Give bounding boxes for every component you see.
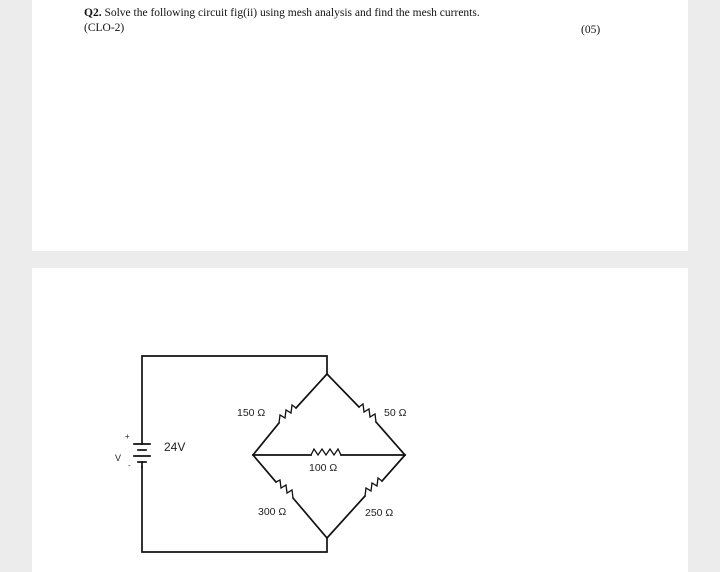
battery-symbol (133, 443, 151, 468)
resistor-150 (251, 372, 329, 457)
document-page-1 (32, 0, 688, 251)
source-voltage-label: 24V (164, 440, 185, 454)
resistor-50-label: 50 Ω (384, 407, 407, 419)
resistor-300-label: 300 Ω (258, 506, 286, 518)
question-text: Q2. Solve the following circuit fig(ii) … (84, 7, 480, 19)
question-number: Q2. (84, 7, 102, 19)
resistor-100-label: 100 Ω (309, 462, 337, 474)
resistor-100 (252, 447, 406, 457)
wire-top-left (141, 355, 328, 445)
battery-plus-label: + (125, 432, 130, 441)
battery-v-label: V (115, 453, 121, 463)
resistor-50 (325, 372, 407, 457)
resistor-250 (325, 453, 407, 540)
resistor-250-label: 250 Ω (365, 507, 393, 519)
clo-label: (CLO-2) (84, 22, 125, 34)
wire-bottom-left (141, 466, 328, 553)
battery-minus-label: - (128, 461, 131, 470)
question-body: Solve the following circuit fig(ii) usin… (101, 7, 480, 19)
marks-label: (05) (581, 24, 601, 36)
resistor-300 (251, 453, 329, 540)
resistor-150-label: 150 Ω (237, 407, 265, 419)
